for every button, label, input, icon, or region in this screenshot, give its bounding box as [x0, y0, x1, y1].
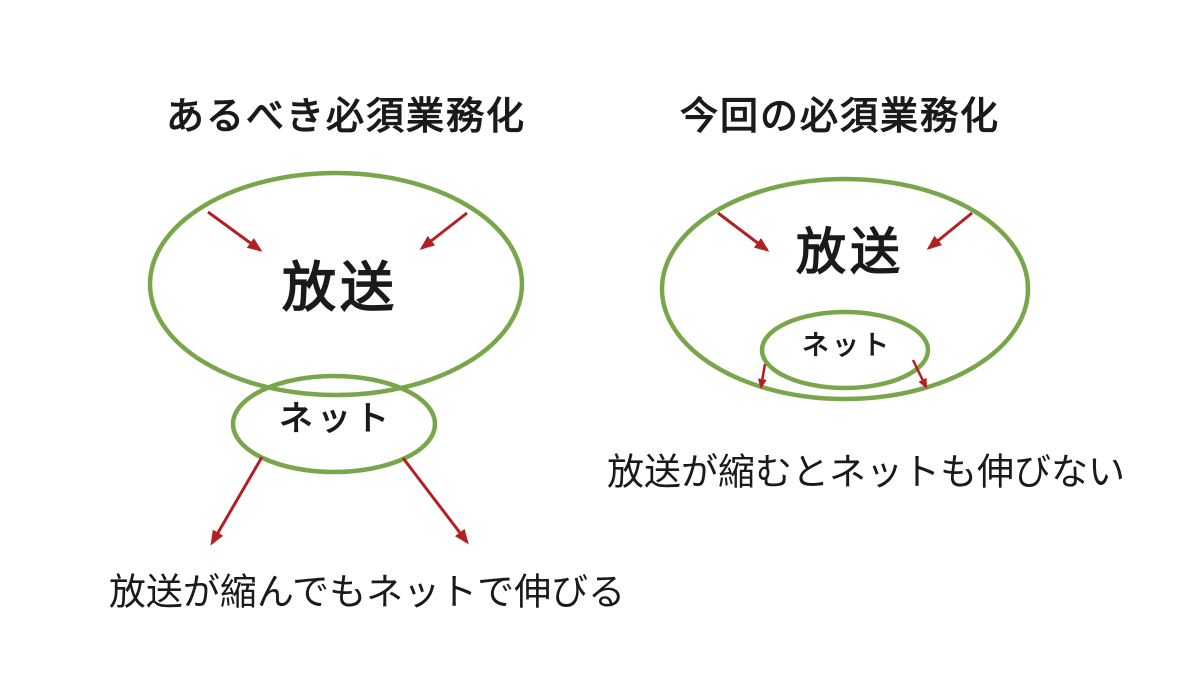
left-net-label: ネット: [279, 400, 393, 438]
right-broadcast-label: 放送: [796, 224, 904, 280]
left-top-right-arrow: [419, 211, 468, 250]
right-small-ellipse: [759, 309, 931, 391]
right-top-left-arrow: [717, 211, 770, 252]
right-net-label: ネット: [802, 330, 892, 361]
right-small-right-arrow: [911, 359, 928, 389]
right-diagram: [659, 176, 1031, 402]
left-bottom-right-arrow: [401, 457, 469, 545]
left-broadcast-label: 放送: [282, 258, 398, 318]
left-top-left-arrow: [207, 210, 263, 252]
left-caption: 放送が縮んでもネットで伸びる: [108, 571, 626, 613]
left-diagram: [147, 170, 525, 546]
right-large-ellipse: [659, 176, 1031, 402]
right-title: 今回の必須業務化: [679, 96, 1001, 138]
left-small-ellipse: [230, 373, 438, 475]
left-title: あるべき必須業務化: [165, 96, 527, 138]
right-small-left-arrow: [757, 363, 767, 389]
left-bottom-left-arrow: [210, 456, 264, 546]
right-top-right-arrow: [926, 211, 973, 250]
right-caption: 放送が縮むとネットも伸びない: [607, 451, 1125, 493]
left-large-ellipse: [147, 170, 525, 398]
